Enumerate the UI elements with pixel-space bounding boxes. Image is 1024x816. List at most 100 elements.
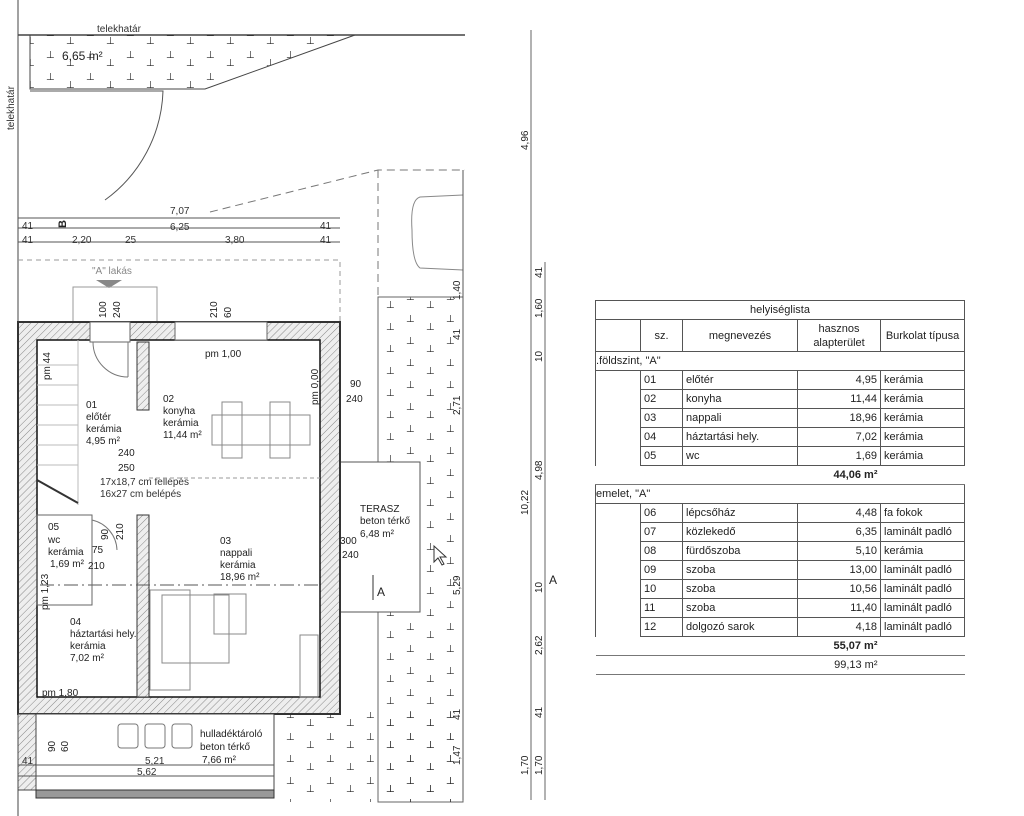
bottom-90: 90	[47, 740, 58, 752]
dim-right1: 41	[320, 221, 332, 232]
upper-total: 55,07 m²	[833, 640, 878, 652]
room-floor-type: kerámia	[880, 370, 965, 390]
dim-total: 7,07	[170, 206, 190, 217]
door-height: 100	[98, 301, 109, 318]
room-number: 06	[640, 503, 683, 523]
room-name: szoba	[682, 598, 798, 618]
apartment-label: "A" lakás	[92, 266, 132, 277]
terrace-floor: beton térkő	[360, 516, 410, 527]
room-floor-type: kerámia	[880, 446, 965, 466]
room-number: 11	[640, 598, 683, 618]
dining-table	[211, 401, 311, 459]
elev-dim-10a: 10	[534, 350, 545, 362]
room-01-name: előtér	[86, 412, 112, 423]
room-01-floor: kerámia	[86, 424, 122, 435]
room-name: háztartási hely.	[682, 427, 798, 447]
room-03-area: 18,96 m²	[220, 572, 260, 583]
dim-bottom-562: 5,62	[137, 767, 157, 778]
room-name: előtér	[682, 370, 798, 390]
window-height: 210	[209, 301, 220, 318]
dim-inner: 6,25	[170, 222, 190, 233]
room-list-table: helyiséglista sz. megnevezés hasznos ala…	[595, 300, 965, 675]
room-04-area: 7,02 m²	[70, 653, 105, 664]
room-area: 5,10	[797, 541, 881, 561]
grand-total: 99,13 m²	[595, 655, 881, 675]
window-90: 90	[350, 379, 362, 390]
room-03-name: nappali	[220, 548, 252, 559]
level-pm123: pm 1,23	[40, 573, 51, 610]
room-area: 6,35	[797, 522, 881, 542]
room-03-number: 03	[220, 536, 232, 547]
section-b-marker: B	[57, 220, 69, 228]
room-04-floor: kerámia	[70, 641, 106, 652]
dim-220: 2,20	[72, 235, 92, 246]
level-pm000: pm 0,00	[310, 368, 321, 405]
room-area: 11,40	[797, 598, 881, 618]
room-area: 18,96	[797, 408, 881, 428]
elev-dim-160: 1,60	[534, 298, 545, 318]
level-pm100: pm 1,00	[205, 349, 242, 360]
sofa	[149, 589, 319, 698]
stair-note-rise: 17x18,7 cm fellépés	[100, 477, 189, 488]
bin-store-area: 7,66 m²	[202, 755, 237, 766]
room-02-name: konyha	[163, 406, 196, 417]
room-number: 04	[640, 427, 683, 447]
room-floor-type: kerámia	[880, 408, 965, 428]
mouse-cursor-icon	[433, 544, 448, 566]
room-name: szoba	[682, 579, 798, 599]
dim-left1: 41	[22, 221, 34, 232]
header-area: hasznos alapterület	[797, 319, 881, 352]
dim-380: 3,80	[225, 235, 245, 246]
dim-right-41a: 41	[452, 328, 463, 340]
elev-dim-41b: 41	[534, 706, 545, 718]
top-area-label: 6,65 m²	[62, 49, 103, 63]
wc-door-210: 210	[115, 523, 126, 540]
room-area: 4,18	[797, 617, 881, 637]
elev-dim-262: 2,62	[534, 635, 545, 655]
staircase	[36, 340, 79, 505]
room-area: 13,00	[797, 560, 881, 580]
room-floor-type: kerámia	[880, 541, 965, 561]
elev-section-a-marker: A	[549, 573, 557, 587]
dim-right-529: 5,29	[452, 575, 463, 595]
section-upper-floor: emelet, "A"	[595, 484, 965, 504]
room-name: nappali	[682, 408, 798, 428]
elev-dim-170b: 1,70	[534, 755, 545, 775]
elev-dim-1022: 10,22	[520, 490, 531, 515]
waste-bins	[117, 723, 193, 749]
room-area: 1,69	[797, 446, 881, 466]
table-title: helyiséglista	[595, 300, 965, 320]
terrace-name: TERASZ	[360, 504, 399, 515]
room-area: 10,56	[797, 579, 881, 599]
dim-25: 25	[125, 235, 137, 246]
header-number: sz.	[640, 319, 683, 352]
dim-right-41b: 41	[452, 708, 463, 720]
stair-240: 240	[118, 448, 135, 459]
dim-right2: 41	[320, 235, 332, 246]
dim-right-140: 1,40	[452, 280, 463, 300]
header-name: megnevezés	[682, 319, 798, 352]
room-04-number: 04	[70, 617, 82, 628]
room-number: 12	[640, 617, 683, 637]
room-number: 07	[640, 522, 683, 542]
room-number: 09	[640, 560, 683, 580]
terrace-area: 6,48 m²	[360, 529, 395, 540]
bin-store-floor: beton térkő	[200, 742, 250, 753]
window-sill: 60	[223, 306, 234, 318]
room-floor-type: kerámia	[880, 427, 965, 447]
building-walls	[17, 321, 341, 799]
room-area: 4,48	[797, 503, 881, 523]
room-floor-type: fa fokok	[880, 503, 965, 523]
room-floor-type: laminált padló	[880, 598, 965, 618]
vertical-dimension-chain	[530, 30, 546, 800]
stair-note-tread: 16x27 cm belépés	[100, 489, 181, 500]
